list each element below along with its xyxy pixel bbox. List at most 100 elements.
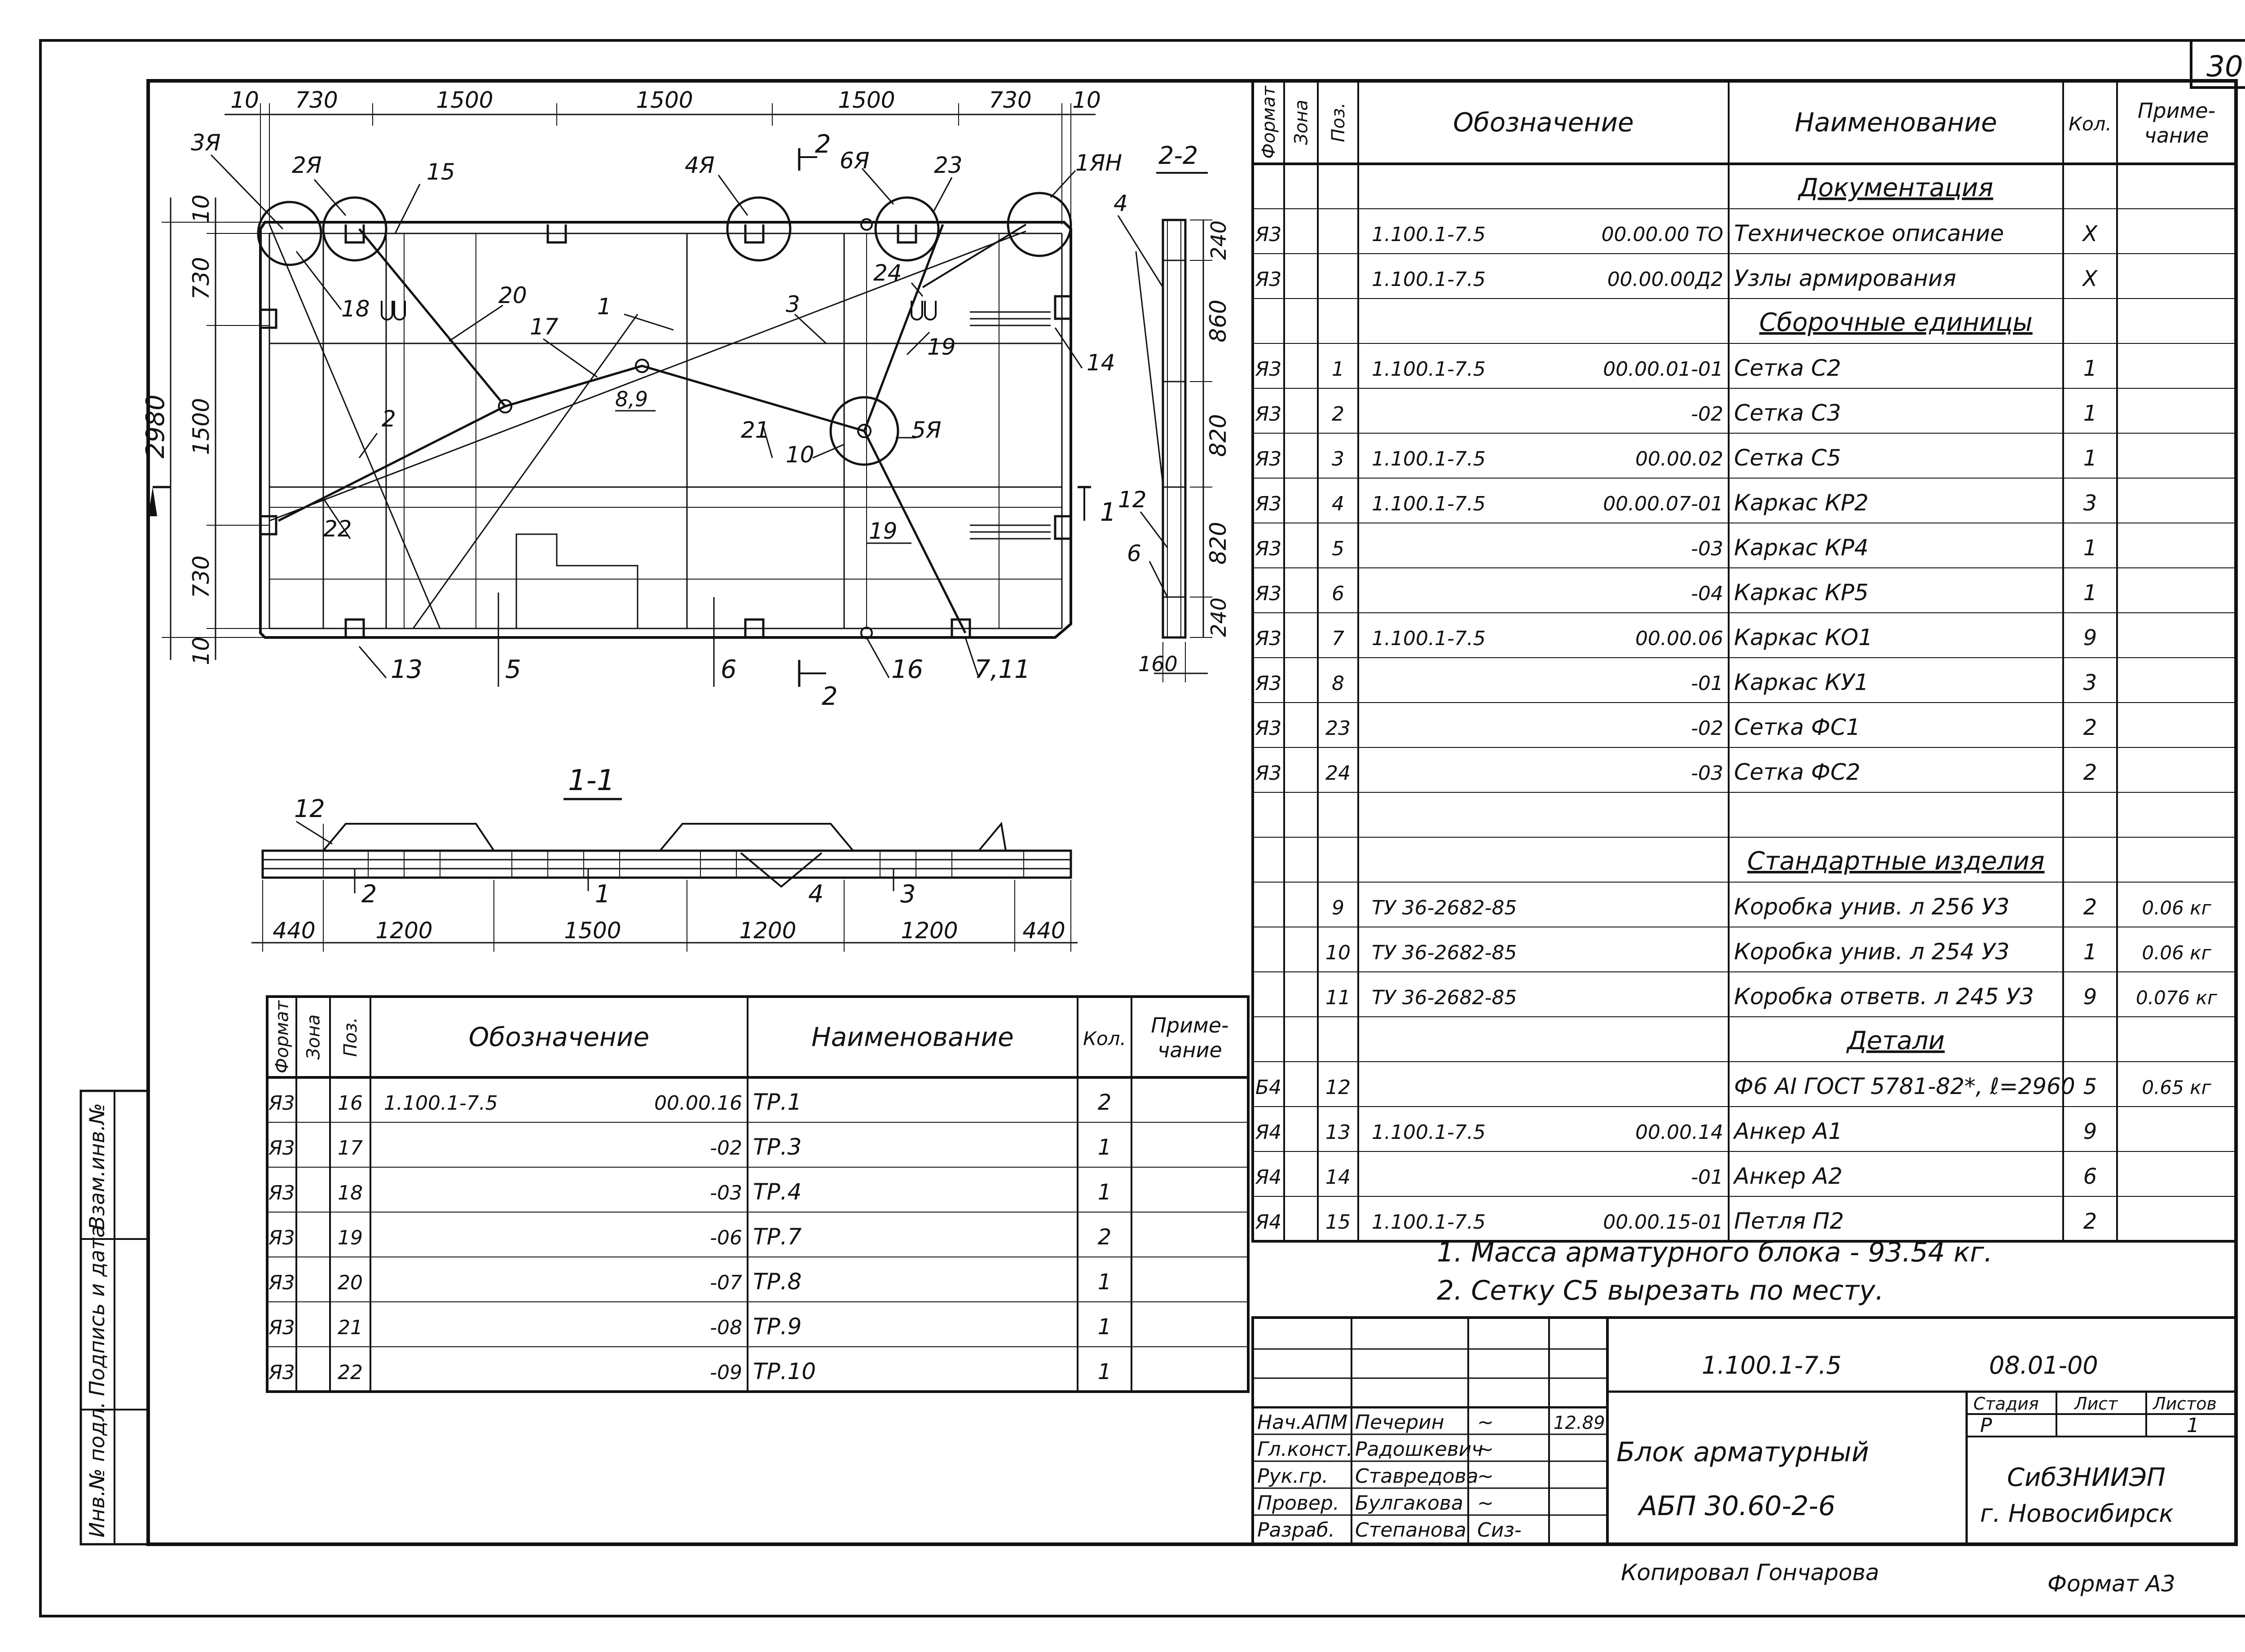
- dim-11-5: 440: [1022, 918, 1065, 944]
- table-cell: 2: [1098, 1225, 1112, 1250]
- table-cell: ТР.4: [753, 1179, 801, 1205]
- table-cell: Коробка ответв. л 245 У3: [1734, 984, 2034, 1010]
- table-cell: Я3: [268, 1182, 295, 1204]
- section-22-width: 160: [1138, 652, 1178, 676]
- stamp-inv-label: Инв.№ подл.: [85, 1402, 109, 1538]
- table-cell: 17: [338, 1137, 363, 1160]
- dim-left-2: 1500: [188, 398, 214, 455]
- table-cell: 12: [1325, 1076, 1351, 1099]
- table-cell: Коробка унив. л 254 У3: [1734, 939, 2009, 965]
- table-cell: 1: [2083, 446, 2097, 471]
- dim-top-2: 1500: [436, 87, 493, 113]
- sheet-number: 30: [2206, 50, 2243, 83]
- table-cell: 1: [1098, 1135, 1112, 1160]
- name-4: Степанова: [1355, 1519, 1466, 1542]
- table-header-cell: чание: [1158, 1038, 1222, 1062]
- org-line-1: СибЗНИИЭП: [2007, 1463, 2166, 1492]
- dim-11-2: 1500: [564, 918, 621, 944]
- section-2-2: 2-2 240 860 820 820 240 160 4 12 6: [1114, 141, 1231, 682]
- section-2-mark-bottom: 2: [822, 682, 838, 711]
- callout-8-9: 8,9: [615, 387, 648, 411]
- table-section-heading: Документация: [1797, 173, 1993, 202]
- table-cell: 9: [2083, 625, 2097, 650]
- table-cell: 1.100.1-7.5: [1372, 1121, 1486, 1144]
- callout-3ya: 3Я: [191, 130, 221, 156]
- table-cell: 22: [338, 1361, 363, 1384]
- table-cell: Каркас КО1: [1734, 624, 1873, 650]
- callout-1yan: 1ЯН: [1075, 150, 1122, 176]
- role-4: Разраб.: [1257, 1519, 1335, 1542]
- dim-top-4: 1500: [838, 87, 895, 113]
- table-cell: Я3: [1255, 448, 1282, 470]
- dim-left-4: 10: [188, 637, 214, 665]
- table-cell: Анкер А2: [1733, 1163, 1843, 1189]
- table-cell: Петля П2: [1734, 1208, 1844, 1234]
- table-cell: 00.00.06: [1635, 627, 1723, 650]
- table-cell: 1: [2083, 940, 2097, 965]
- table-cell: 1: [1098, 1270, 1112, 1295]
- name-2: Ставредова: [1355, 1465, 1478, 1488]
- table-cell: ТР.8: [753, 1269, 801, 1295]
- table-cell: Сетка ФС2: [1734, 759, 1860, 785]
- section-1-mark: 1: [1100, 498, 1116, 527]
- table-header-cell: чание: [2144, 123, 2209, 148]
- table-cell: Я3: [268, 1092, 295, 1115]
- table-cell: Я3: [268, 1137, 295, 1160]
- plan-view: 10 730 1500 1500 1500 730 10 10 730 1500…: [141, 87, 1122, 711]
- table-cell: Я3: [268, 1361, 295, 1384]
- table-cell: Я3: [1255, 537, 1282, 560]
- table-cell: 9: [1332, 896, 1344, 919]
- table-cell: Я4: [1255, 1121, 1282, 1144]
- stamp-replace-label: Взам.инв.№: [85, 1103, 109, 1230]
- table-cell: Каркас КР2: [1734, 490, 1869, 516]
- table-cell: 00.00.15-01: [1603, 1211, 1723, 1234]
- table-cell: 0.06 кг: [2142, 897, 2211, 919]
- section-1-1: 1-1 440 1200 1500 1200 1200: [251, 764, 1078, 952]
- dim-11-1: 1200: [375, 918, 432, 944]
- table-cell: Я4: [1255, 1211, 1282, 1234]
- note-1: 1. Масса арматурного блока - 93.54 кг.: [1437, 1237, 1993, 1268]
- table-cell: 6: [2083, 1164, 2097, 1189]
- table-cell: 3: [1332, 448, 1344, 470]
- table-cell: X: [2082, 221, 2098, 246]
- callout-4ya: 4Я: [685, 152, 715, 178]
- table-cell: Анкер А1: [1733, 1118, 1843, 1144]
- table-cell: 9: [2083, 1119, 2097, 1144]
- callout-5ya: 5Я: [911, 417, 942, 443]
- section-11-label-4: 4: [808, 880, 823, 908]
- table-cell: ТР.3: [753, 1134, 801, 1160]
- section-22-label-6: 6: [1127, 540, 1141, 567]
- table-section-heading: Сборочные единицы: [1759, 308, 2033, 337]
- table-header-cell: Зона: [304, 1015, 324, 1060]
- table-header-cell: Зона: [1291, 100, 1312, 145]
- callout-2: 2: [382, 406, 396, 432]
- table-cell: ТУ 36-2682-85: [1372, 986, 1517, 1009]
- table-cell: 16: [338, 1092, 363, 1115]
- table-cell: -03: [1691, 762, 1723, 785]
- table-cell: Я3: [268, 1226, 295, 1249]
- dim-top-0: 10: [230, 87, 259, 113]
- table-cell: 1.100.1-7.5: [1372, 268, 1486, 291]
- table-cell: Ф6 АI ГОСТ 5781-82*, ℓ=2960: [1734, 1073, 2075, 1099]
- table-cell: 2: [1098, 1090, 1112, 1115]
- table-cell: 2: [2083, 1209, 2097, 1234]
- table-cell: 1: [2083, 356, 2097, 381]
- section-11-label-12: 12: [294, 795, 325, 823]
- table-cell: 24: [1325, 762, 1351, 785]
- callout-24: 24: [873, 260, 902, 286]
- table-cell: Я3: [268, 1271, 295, 1294]
- dim-22-4: 240: [1206, 598, 1231, 637]
- table-cell: -02: [1691, 403, 1723, 426]
- table-cell: -01: [1691, 1166, 1723, 1189]
- table-section-heading: Стандартные изделия: [1747, 847, 2044, 876]
- table-cell: 5: [2083, 1074, 2097, 1099]
- dim-left-0: 10: [188, 194, 214, 223]
- table-cell: 1: [1098, 1180, 1112, 1205]
- table-cell: 3: [2083, 670, 2097, 695]
- table-cell: 8: [1332, 672, 1344, 695]
- table-cell: 00.00.01-01: [1603, 358, 1723, 381]
- table-cell: 18: [338, 1182, 363, 1204]
- table-cell: Я3: [1255, 672, 1282, 695]
